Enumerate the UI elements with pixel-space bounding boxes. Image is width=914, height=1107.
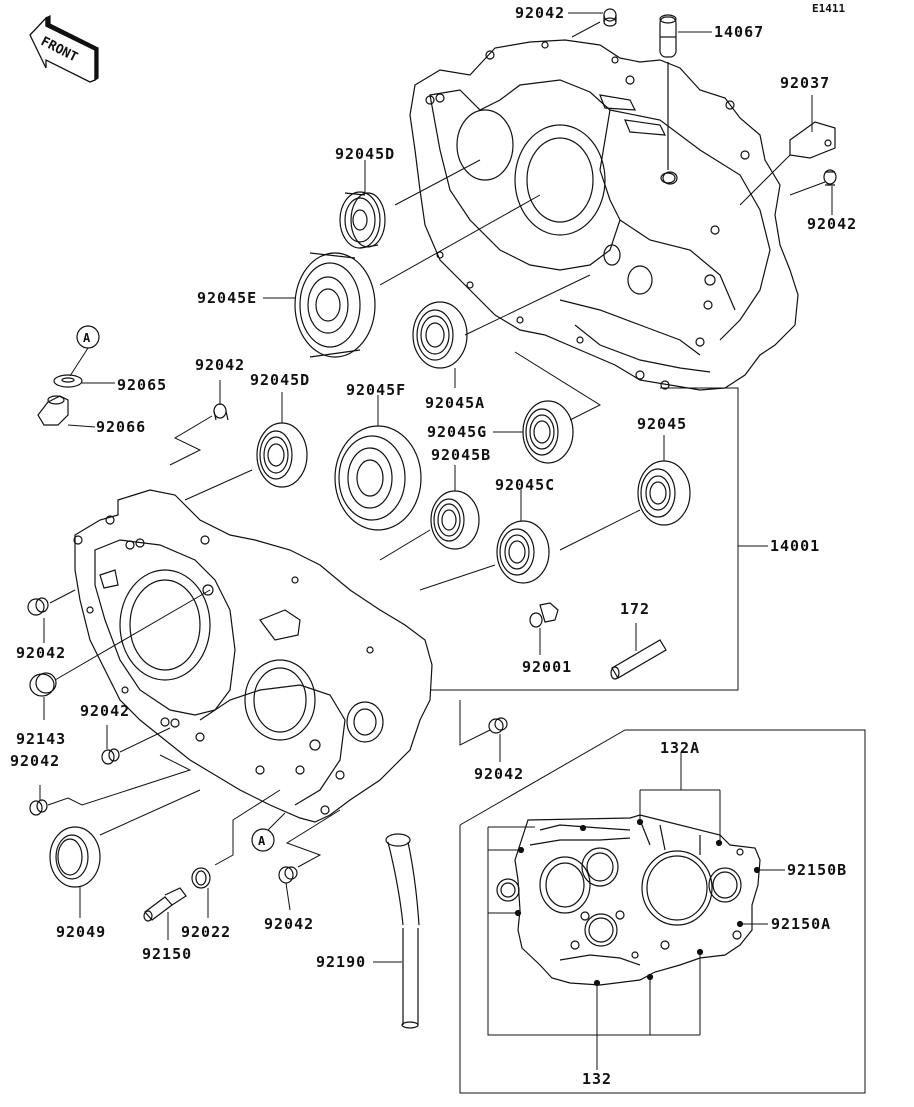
part-label-92049[interactable]: 92049 [56,923,107,941]
bearing-92045 [637,460,691,526]
part-label-92065[interactable]: 92065 [117,376,168,394]
reference-mark-a-top: A [83,331,91,345]
part-label-132a[interactable]: 132A [660,739,701,757]
part-label-92143[interactable]: 92143 [16,730,67,748]
part-label-dowel-left-3[interactable]: 92042 [80,702,131,720]
bearing-92045a [412,301,468,369]
part-label-14067[interactable]: 14067 [714,23,765,41]
part-label-92045e[interactable]: 92045E [197,289,258,307]
bearing-92045e [294,252,376,358]
bearing-92045g [522,400,574,464]
part-label-92045d-top[interactable]: 92045D [335,145,396,163]
part-label-92045b[interactable]: 92045B [431,446,492,464]
part-label-132[interactable]: 132 [582,1070,613,1088]
part-label-dowel-left-4[interactable]: 92042 [10,752,61,770]
bearing-92045f [334,425,422,531]
part-label-92037[interactable]: 92037 [780,74,831,92]
fitting-92150 [143,887,187,922]
part-label-92045a[interactable]: 92045A [425,394,486,412]
dowel-bottom [278,866,298,884]
dowel-left-1 [27,597,49,616]
inset-bolt-points [514,818,761,987]
part-label-right-dowel[interactable]: 92042 [807,215,858,233]
bolt-92001 [529,602,559,628]
bearing-92045c [496,520,550,584]
part-label-92022[interactable]: 92022 [181,923,232,941]
part-label-dowel-lower-mid[interactable]: 92042 [474,765,525,783]
dowel-left-4 [29,799,48,816]
part-label-92045c[interactable]: 92045C [495,476,556,494]
inset-leader-lines [487,752,785,1070]
part-label-92150[interactable]: 92150 [142,945,193,963]
front-arrow-icon: FRONT [29,15,99,83]
part-label-92045f[interactable]: 92045F [346,381,407,399]
tube-14067 [659,14,677,184]
dowel-right [823,169,837,186]
part-label-top-dowel[interactable]: 92042 [515,4,566,22]
dowel-left-3 [101,748,120,765]
part-label-92045g[interactable]: 92045G [427,423,488,441]
inset-crankcase [496,814,761,986]
part-label-92001[interactable]: 92001 [522,658,573,676]
left-crankcase-half [73,489,433,823]
right-crankcase-half [409,39,799,391]
part-label-172[interactable]: 172 [620,600,651,618]
stud-172 [610,639,667,680]
dowel-top [603,8,617,27]
part-label-14001[interactable]: 14001 [770,537,821,555]
part-label-92150a[interactable]: 92150A [771,915,832,933]
oil-seal-92049 [49,826,101,888]
reference-circle-a-bottom [251,828,275,852]
part-label-92066[interactable]: 92066 [96,418,147,436]
part-label-92150b[interactable]: 92150B [787,861,848,879]
bearing-92045d-top [339,191,386,249]
part-label-92045[interactable]: 92045 [637,415,688,433]
washer-92022 [191,867,211,889]
reference-mark-a-bottom: A [258,834,266,848]
dowel-92143 [29,672,57,697]
part-label-92045d-mid[interactable]: 92045D [250,371,311,389]
dowel-mid-left [213,403,229,421]
bearing-92045d-mid [256,422,308,488]
part-label-dowel-mid-left[interactable]: 92042 [195,356,246,374]
plug-92066 [37,395,69,426]
part-label-92190[interactable]: 92190 [316,953,367,971]
part-label-dowel-left-1[interactable]: 92042 [16,644,67,662]
leader-lines [39,12,866,1094]
diagram-code: E1411 [812,2,846,15]
bearing-92045b [430,490,480,550]
dowel-lower-mid [488,717,508,734]
washer-92065 [53,374,83,388]
hose-92190 [385,833,420,1029]
part-label-dowel-bottom[interactable]: 92042 [264,915,315,933]
